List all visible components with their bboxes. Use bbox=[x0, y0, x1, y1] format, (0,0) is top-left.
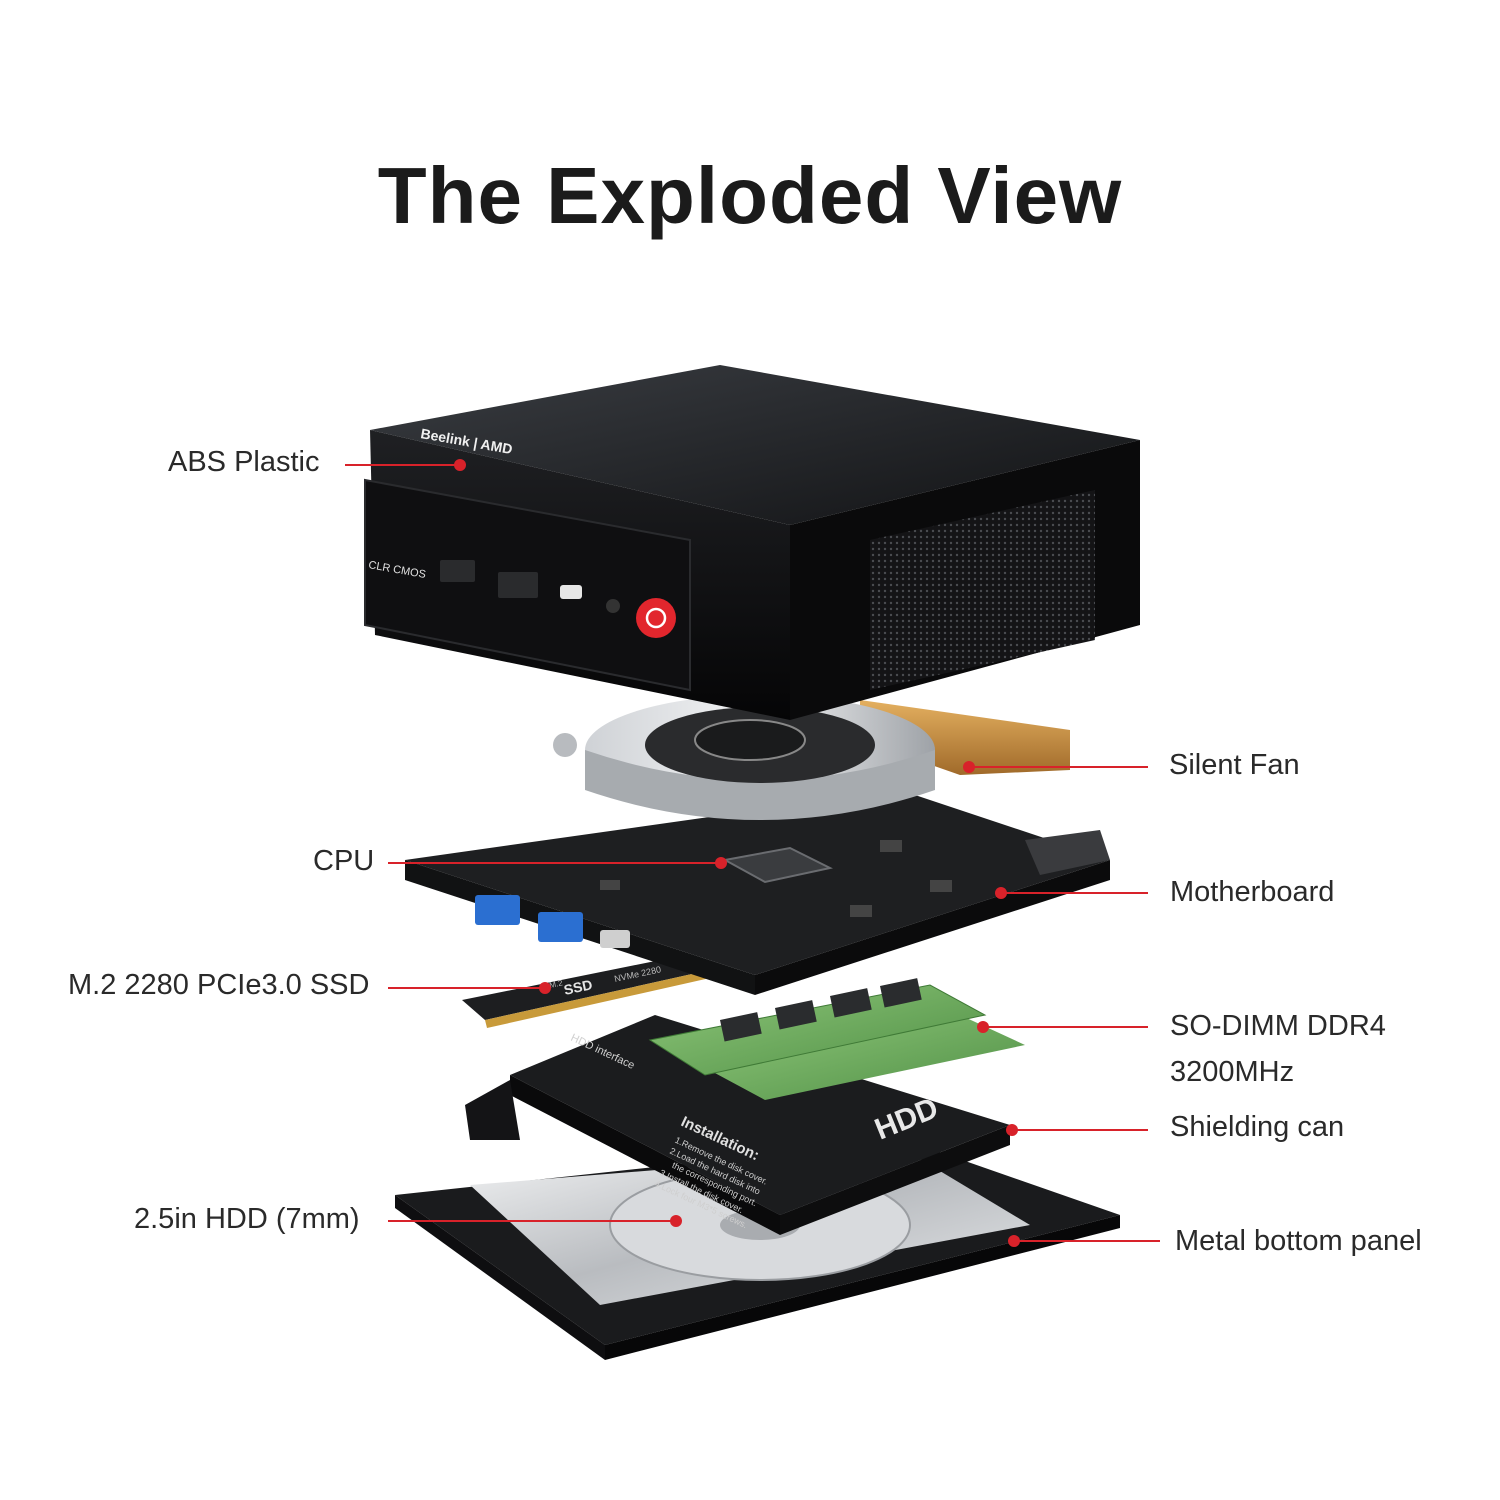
callout-cpu-dot bbox=[715, 857, 727, 869]
callout-cpu-line bbox=[388, 862, 718, 864]
callout-silent-fan-dot bbox=[963, 761, 975, 773]
callout-abs-plastic-dot bbox=[454, 459, 466, 471]
ssd-tag: M.2 bbox=[549, 978, 564, 990]
shielding-can: HDD HDD interface Installation: 1.Remove… bbox=[465, 1015, 1010, 1235]
callout-shielding-dot bbox=[1006, 1124, 1018, 1136]
callout-ram-label-line1: SO-DIMM DDR4 bbox=[1170, 1010, 1386, 1042]
callout-bottom-panel-label: Metal bottom panel bbox=[1175, 1225, 1422, 1257]
ram-modules bbox=[648, 978, 1025, 1100]
callout-abs-plastic-label: ABS Plastic bbox=[168, 446, 320, 478]
callout-ssd-dot bbox=[539, 982, 551, 994]
abs-plastic-top-case: Beelink | AMD CLR CMOS bbox=[364, 365, 1140, 720]
callout-silent-fan-line bbox=[970, 766, 1148, 768]
callout-ssd-line bbox=[388, 987, 543, 989]
callout-hdd-line bbox=[388, 1220, 673, 1222]
callout-cpu-label: CPU bbox=[313, 845, 375, 877]
callout-shielding-line bbox=[1013, 1129, 1148, 1131]
callout-motherboard-line bbox=[1002, 892, 1148, 894]
callout-motherboard-dot bbox=[995, 887, 1007, 899]
callout-silent-fan-label: Silent Fan bbox=[1169, 749, 1300, 781]
callout-ram-dot bbox=[977, 1021, 989, 1033]
page-title: The Exploded View bbox=[377, 151, 1123, 240]
callout-shielding-label: Shielding can bbox=[1170, 1111, 1345, 1143]
ssd-label: SSD bbox=[562, 976, 593, 998]
callout-ssd-label: M.2 2280 PCIe3.0 SSD bbox=[68, 969, 370, 1001]
callout-ram-line bbox=[984, 1026, 1148, 1028]
callout-abs-plastic-line bbox=[345, 464, 460, 466]
callout-bottom-panel-dot bbox=[1008, 1235, 1020, 1247]
callout-hdd-label: 2.5in HDD (7mm) bbox=[134, 1203, 360, 1235]
silent-fan bbox=[553, 695, 1070, 820]
ssd-module: SSD NVMe 2280 M.2 bbox=[462, 955, 710, 1028]
callout-motherboard-label: Motherboard bbox=[1170, 876, 1335, 908]
callout-bottom-panel-line bbox=[1015, 1240, 1160, 1242]
callout-ram-label-line2: 3200MHz bbox=[1170, 1056, 1295, 1088]
callout-hdd-dot bbox=[670, 1215, 682, 1227]
